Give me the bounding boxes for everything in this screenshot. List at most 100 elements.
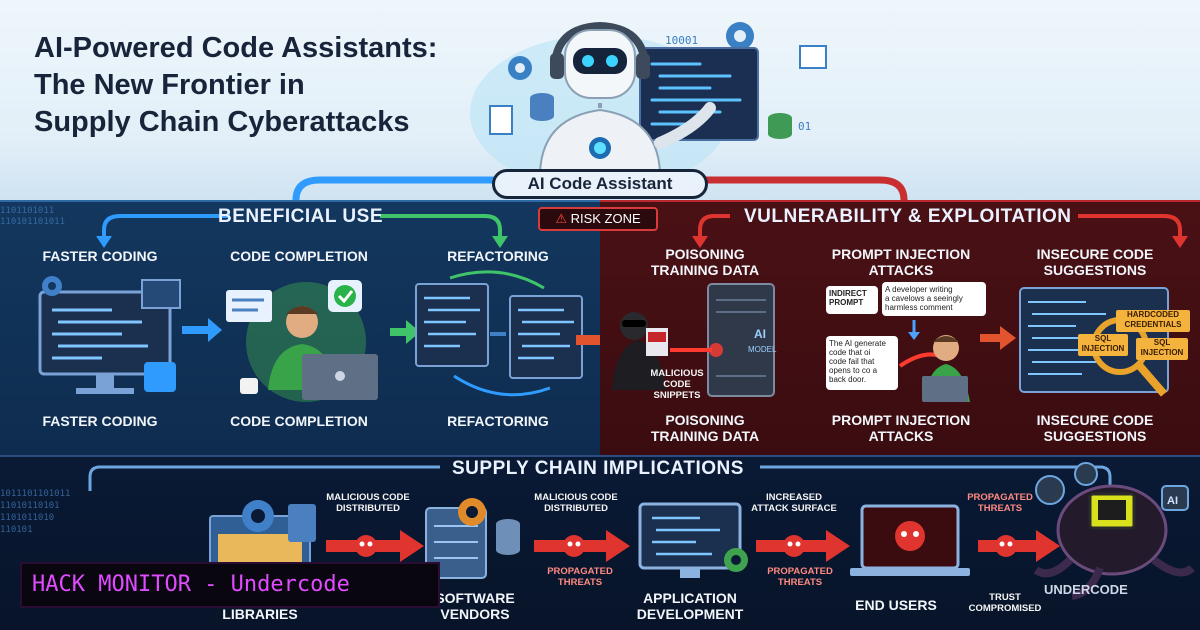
gear-icon [726, 22, 754, 50]
hardcoded-credentials-tag: HARDCODED CREDENTIALS [1116, 310, 1190, 332]
label-line: PROMPT INJECTION [831, 246, 971, 262]
laptop-icon [922, 376, 968, 402]
binary-line: 110101 [0, 525, 33, 535]
code-completion-illustration [226, 280, 420, 402]
warning-icon: ⚠ [555, 211, 567, 226]
prompt-injection-caption: PROMPT INJECTION ATTACKS [808, 412, 994, 444]
note-line: INCREASED [766, 492, 822, 503]
caption-line: SUGGESTIONS [1043, 428, 1147, 444]
gear-icon [508, 56, 532, 80]
tag-line: SQL [1153, 338, 1171, 347]
arrow-icon [1036, 530, 1060, 562]
octopus-icon [1056, 484, 1168, 576]
caption-line: ATTACKS [868, 428, 934, 444]
malicious-distributed-note: MALICIOUS CODE DISTRIBUTED [318, 492, 418, 514]
arrow-icon [400, 530, 424, 562]
note-line: SNIPPETS [653, 390, 701, 401]
title-line-1: AI-Powered Code Assistants: [34, 32, 438, 64]
chat-bubble-icon [226, 290, 272, 322]
tag-line: CREDENTIALS [1124, 320, 1182, 329]
sql-injection-tag: SQL INJECTION [1078, 334, 1128, 356]
label-line: POISONING [665, 246, 745, 262]
caption-line: POISONING [665, 412, 745, 428]
binary-line: 1011101101011 [0, 489, 71, 499]
risk-zone-label: RISK ZONE [570, 211, 641, 226]
cycle-arrow-icon [453, 374, 551, 397]
ai-chip-text: AI [1167, 495, 1178, 507]
software-vendors-label: SOFTWARE VENDORS [420, 590, 530, 622]
faster-coding-label: FASTER CODING [42, 248, 158, 264]
beneficial-use-heading: BENEFICIAL USE [218, 206, 384, 227]
assistant-label: AI Code Assistant [492, 169, 708, 199]
note-line: COMPROMISED [968, 603, 1042, 614]
bubble-line: opens to co a [829, 366, 878, 375]
bubble-line: The AI generate [829, 339, 886, 348]
binary-strip: 1011101101011 11010110101 1101011010 110… [0, 488, 70, 536]
note-line: MALICIOUS CODE [534, 492, 618, 503]
bubble-line: code that oi [829, 348, 871, 357]
beneficial-heading-arrows [96, 214, 508, 248]
note-line: DISTRIBUTED [544, 503, 608, 514]
caption-line: PROMPT INJECTION [831, 412, 971, 428]
skull-icon [895, 521, 925, 551]
note-line: TRUST [989, 592, 1021, 603]
note-line: ATTACK SURFACE [751, 503, 837, 514]
label-line: INSECURE CODE [1036, 246, 1154, 262]
caption-line: INSECURE CODE [1036, 412, 1154, 428]
faster-coding-illustration [38, 276, 222, 394]
sql-injection-tag: SQL INJECTION [1136, 338, 1188, 360]
developer-comment-bubble: A developer writing a cavelows a seeingl… [882, 282, 986, 316]
database-icon [496, 519, 520, 555]
risk-zone-badge: ⚠ RISK ZONE [538, 207, 658, 231]
label-line: DEVELOPMENT [636, 606, 744, 622]
binary-line: 110101101011 [0, 217, 66, 227]
tag-line: HARDCODED [1127, 310, 1179, 319]
tag-line: INJECTION [1140, 348, 1184, 357]
binary-text: 01 [798, 120, 811, 133]
note-line: THREATS [977, 503, 1023, 514]
label-line: VENDORS [440, 606, 510, 622]
ai-model-text: AI [754, 327, 766, 341]
attack-surface-note: INCREASED ATTACK SURFACE [744, 492, 844, 514]
label-line: APPLICATION [643, 590, 737, 606]
supply-chain-heading: SUPPLY CHAIN IMPLICATIONS [452, 458, 744, 479]
robot-illustration: 10001 01 [470, 21, 827, 191]
binary-strip: 1101101011 110101101011 [0, 206, 65, 228]
bubble-line: code fail that [829, 357, 875, 366]
document-icon [799, 45, 827, 69]
ai-model-text: MODEL [748, 345, 777, 354]
note-line: PROPAGATED [967, 492, 1033, 503]
bubble-line: A developer writing [885, 285, 953, 294]
binary-line: 1101011010 [0, 513, 55, 523]
malicious-distributed-note: MALICIOUS CODE DISTRIBUTED [526, 492, 626, 514]
database-icon [530, 93, 554, 121]
octopus-hacker-illustration: AI UNDERCODE [1033, 462, 1195, 600]
vulnerability-heading: VULNERABILITY & EXPLOITATION [744, 206, 1072, 227]
ai-chip-icon [1161, 485, 1189, 511]
note-line: CODE [663, 379, 691, 390]
supply-heading-line [88, 465, 1112, 491]
prompt-injection-label: PROMPT INJECTION ATTACKS [808, 246, 994, 278]
refactoring-label: REFACTORING [447, 248, 549, 264]
skull-icon [355, 535, 377, 557]
check-icon [334, 285, 356, 307]
tag-line: INJECTION [1081, 344, 1125, 353]
code-completion-label: CODE COMPLETION [230, 248, 368, 264]
skull-icon [563, 535, 585, 557]
propagated-threats-note: PROPAGATED THREATS [760, 566, 840, 588]
bubble-line: PROMPT [829, 298, 864, 307]
binary-line: 1101101011 [0, 206, 55, 216]
trust-compromised-note: TRUST COMPROMISED [960, 592, 1050, 614]
lock-icon [1074, 462, 1098, 486]
faster-coding-caption: FASTER CODING [42, 413, 158, 429]
globe-icon [1035, 475, 1065, 505]
skull-icon [783, 535, 805, 557]
note-line: PROPAGATED [547, 566, 613, 577]
arrow-icon [208, 318, 222, 342]
title-line-3: Supply Chain Cyberattacks [34, 106, 410, 138]
indirect-prompt-bubble: INDIRECT PROMPT [826, 286, 878, 314]
document-icon [489, 105, 513, 135]
arrow-icon [606, 530, 630, 562]
refactoring-illustration [415, 270, 583, 397]
